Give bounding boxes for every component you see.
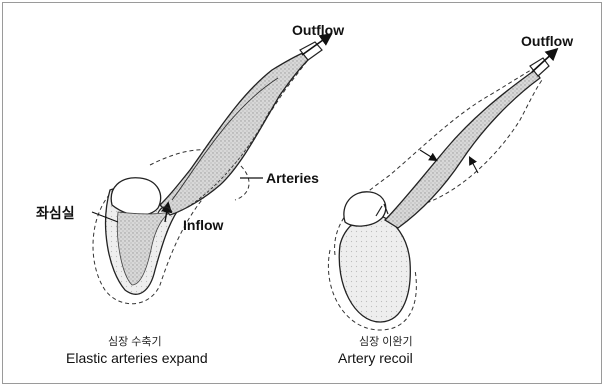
right-caption-korean: 심장 이완기: [359, 333, 413, 349]
right-outflow-label: Outflow: [521, 33, 573, 49]
left-atrium: [111, 178, 160, 215]
left-ventricle-label: 좌심실: [36, 203, 75, 223]
left-caption-korean: 심장 수축기: [108, 333, 162, 349]
right-artery: [385, 70, 540, 228]
right-ventricle: [339, 215, 410, 322]
left-artery: [160, 52, 308, 215]
right-atrium: [344, 192, 386, 226]
left-caption-english: Elastic arteries expand: [66, 350, 208, 366]
right-heart-diagram: [328, 50, 556, 330]
left-outflow-label: Outflow: [292, 22, 344, 38]
arteries-label: Arteries: [266, 170, 319, 186]
right-caption-english: Artery recoil: [338, 350, 413, 366]
inflow-label: Inflow: [183, 217, 223, 233]
